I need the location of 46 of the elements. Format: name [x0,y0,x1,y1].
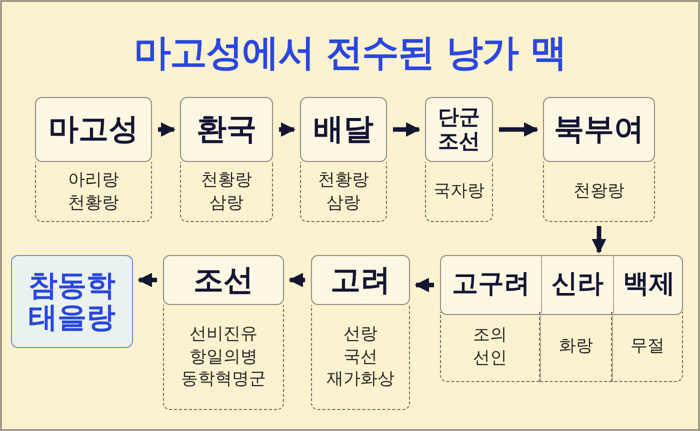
stage-box [425,97,493,162]
stage-box [180,97,273,162]
stage-box [300,97,387,162]
stage-name: 고려 [330,264,390,296]
lineage-term: 조의 선인 [472,324,508,370]
arrow [592,226,606,254]
arrow [414,278,434,292]
stage-box [543,97,655,162]
lineage-term: 국자랑 [434,180,484,203]
title: 마고성에서 전수된 낭가 맥 [133,30,567,76]
arrow [138,272,157,288]
lineage-term: 선랑 [344,322,378,346]
lineage-term: 국선 [344,346,378,368]
kingdom-group-box [440,255,683,315]
arrow [393,122,420,137]
lineage-term: 선비진유 [190,322,258,346]
lineage-term: 재가화상 [326,368,394,392]
stage-name: 조선 [194,264,254,296]
lineage-term: 삼랑 [326,192,360,214]
lineage-term: 천황랑 [201,168,252,192]
lineage-term: 천왕랑 [574,180,624,203]
stage-name: 신라 [552,270,604,299]
stage-name: 단군 조선 [437,106,481,153]
lineage-term: 화랑 [559,335,593,358]
stage-name: 환국 [196,113,256,146]
stage-name: 북부여 [554,113,644,146]
stage-box [35,97,152,162]
lineage-term: 천황랑 [68,192,119,214]
arrow [279,122,296,137]
lineage-term: 무절 [630,335,664,358]
stage-name: 백제 [623,270,675,299]
arrow [158,122,176,137]
arrow [288,272,305,288]
stage-name: 배달 [314,113,374,146]
lineage-term: 항일의병 [190,346,258,368]
stage-box [163,255,284,305]
lineage-term: 천황랑 [318,168,369,192]
stage-box [311,255,410,305]
stage-box [11,255,133,348]
lineage-term: 아리랑 [68,168,119,192]
stage-name: 고구려 [452,270,530,299]
lineage-term: 삼랑 [210,192,244,214]
stage-name: 마고성 [48,113,138,146]
arrow [499,122,538,137]
lineage-term: 동학혁명군 [181,368,266,392]
stage-name: 참동학 태을랑 [28,270,116,334]
